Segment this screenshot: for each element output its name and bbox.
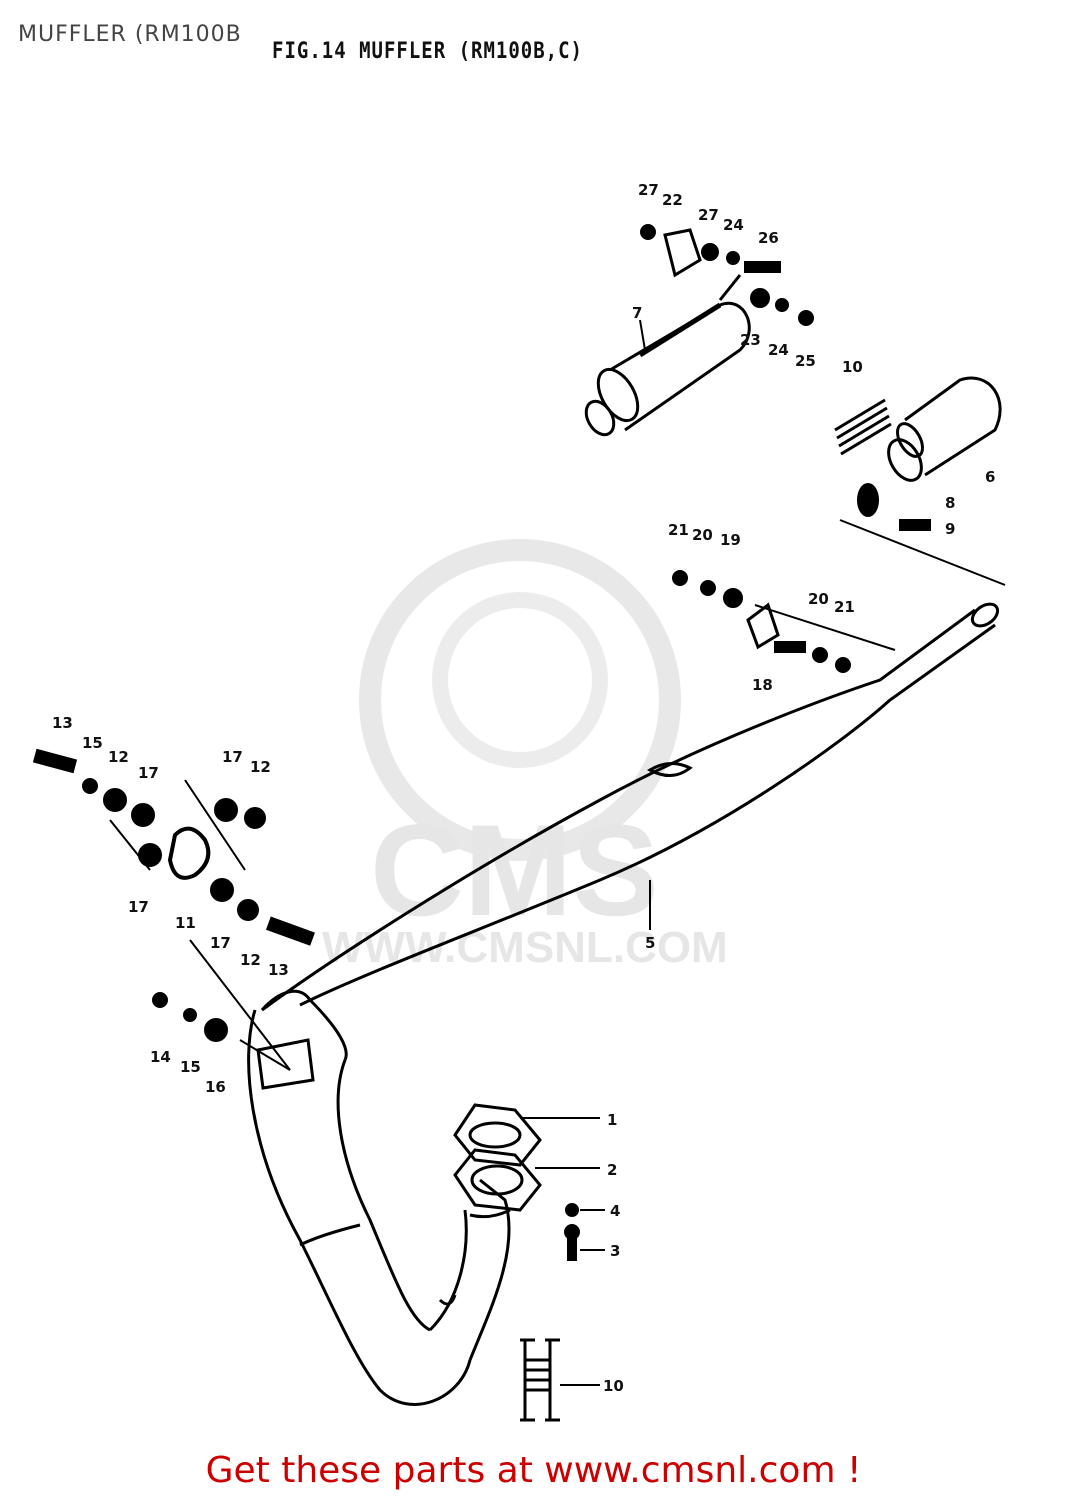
footer-link[interactable]: Get these parts at www.cmsnl.com ! — [205, 1450, 862, 1491]
callout-17-d: 17 — [210, 934, 231, 952]
callout-21-b: 21 — [834, 598, 855, 616]
flange-bolt-and-nut — [564, 1203, 580, 1261]
callout-15-b: 15 — [180, 1058, 201, 1076]
callout-2: 2 — [607, 1161, 617, 1179]
callout-17-a: 17 — [138, 764, 159, 782]
callout-13-a: 13 — [52, 714, 73, 732]
middle-mount-hardware — [672, 570, 851, 673]
callout-20-b: 20 — [808, 590, 829, 608]
callout-27-b: 27 — [698, 206, 719, 224]
callout-18: 18 — [752, 676, 773, 694]
callout-26: 26 — [758, 229, 779, 247]
callout-labels: 1 2 4 3 10 5 7 6 10 8 9 27 22 27 24 26 2… — [52, 181, 995, 1395]
callout-20-a: 20 — [692, 526, 713, 544]
callout-6: 6 — [985, 468, 995, 486]
watermark-url: WWW.CMSNL.COM — [322, 923, 728, 972]
callout-22: 22 — [662, 191, 683, 209]
watermark: CMS WWW.CMSNL.COM — [322, 539, 728, 972]
callout-14: 14 — [150, 1048, 171, 1066]
callout-24-b: 24 — [768, 341, 789, 359]
callout-9: 9 — [945, 520, 955, 538]
callout-10-lower: 10 — [603, 1377, 624, 1395]
callout-12-c: 12 — [240, 951, 261, 969]
callout-12-a: 12 — [108, 748, 129, 766]
silencer-bracket-hardware — [640, 224, 814, 326]
silencer-body — [584, 301, 751, 437]
spring-upper — [834, 398, 892, 456]
expansion-chamber-pipe — [247, 602, 1000, 1406]
callout-17-c: 17 — [128, 898, 149, 916]
callout-8: 8 — [945, 494, 955, 512]
page-caption: MUFFLER (RM100B — [18, 22, 242, 47]
callout-3: 3 — [610, 1242, 620, 1260]
front-mount-hardware — [32, 748, 315, 1042]
callout-7: 7 — [632, 304, 642, 322]
watermark-brand: CMS — [370, 797, 659, 943]
muffler-clamp-hardware — [857, 483, 931, 531]
callout-21-a: 21 — [668, 521, 689, 539]
callout-25: 25 — [795, 352, 816, 370]
callout-23: 23 — [740, 331, 761, 349]
callout-13-b: 13 — [268, 961, 289, 979]
callout-11: 11 — [175, 914, 196, 932]
callout-24-a: 24 — [723, 216, 744, 234]
exhaust-flange-gasket — [453, 1103, 542, 1212]
callout-12-b: 12 — [250, 758, 271, 776]
callout-27-a: 27 — [638, 181, 659, 199]
callout-leader-lines — [109, 319, 1006, 1386]
callout-17-b: 17 — [222, 748, 243, 766]
spring-lower — [520, 1338, 560, 1422]
callout-15-a: 15 — [82, 734, 103, 752]
muffler-end-cap — [887, 376, 1002, 482]
callout-19: 19 — [720, 531, 741, 549]
callout-1: 1 — [607, 1111, 617, 1129]
callout-10-upper: 10 — [842, 358, 863, 376]
callout-4: 4 — [610, 1202, 620, 1220]
figure-title: FIG.14 MUFFLER (RM100B,C) — [272, 38, 583, 64]
callout-16: 16 — [205, 1078, 226, 1096]
callout-5: 5 — [645, 934, 655, 952]
